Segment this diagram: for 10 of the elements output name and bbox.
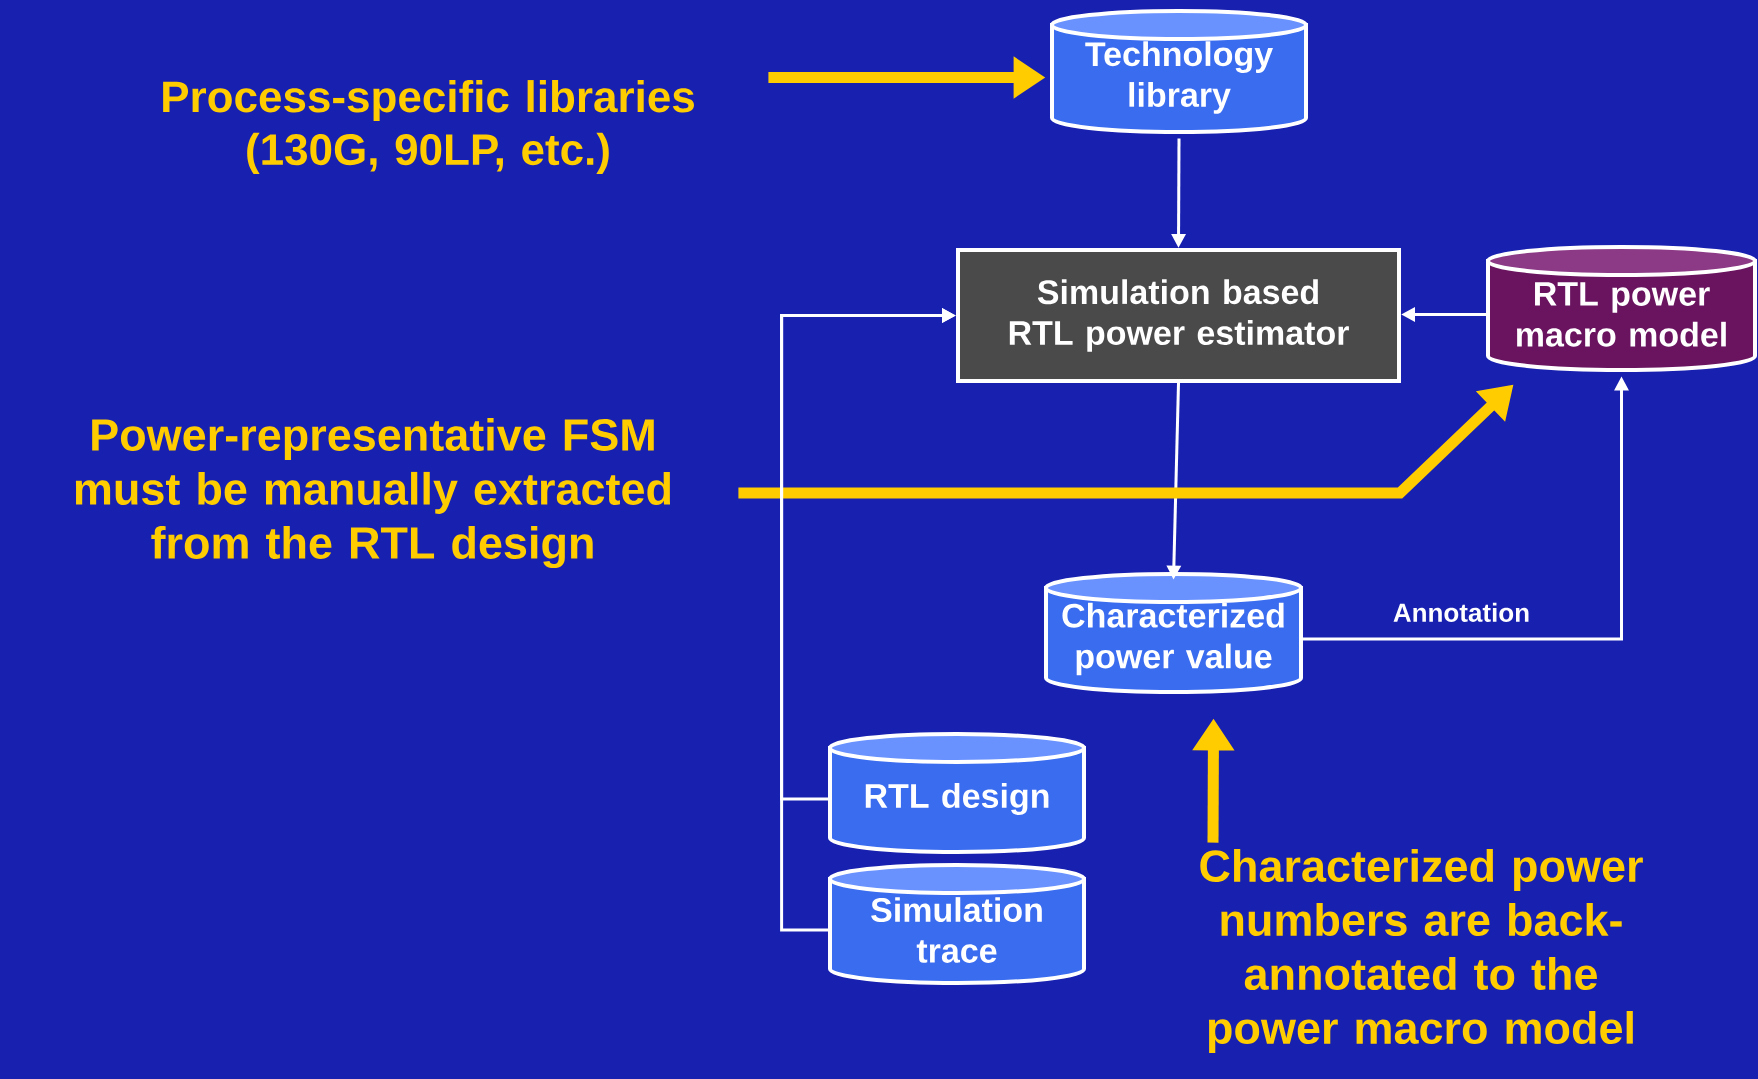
callout-text: Power-representative FSM must be manually extracted from the RTL design	[75, 417, 671, 569]
database-cylinder: RTL design	[828, 732, 1086, 854]
callout-text: Process-specific libraries (130G, 90LP, etc.)	[163, 80, 694, 174]
database-cylinder: Technology library	[1050, 9, 1308, 134]
database-cylinder: Characterized power value	[1044, 572, 1303, 694]
database-cylinder: RTL power macro model	[1486, 245, 1757, 372]
process-box: Simulation based RTL power estimator	[956, 248, 1401, 383]
callout-text: Characterized power numbers are back-annotated to the power macro model	[1200, 849, 1643, 1053]
database-cylinder: Simulation trace	[828, 863, 1086, 985]
edge-label: Annotation	[1393, 602, 1529, 622]
